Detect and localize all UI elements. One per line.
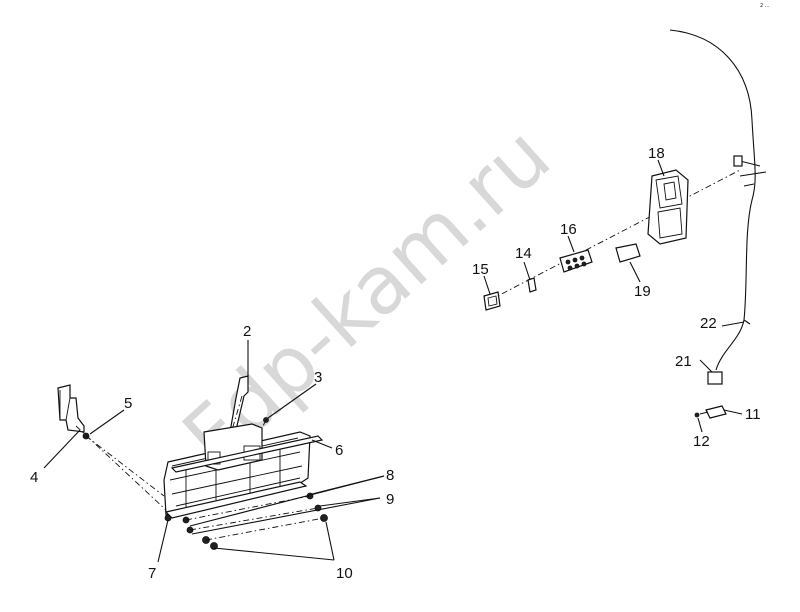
callout-10: 10 [336,565,353,582]
leader-lines [43,159,745,563]
wire-harness [669,29,767,419]
long-bar-6 [170,435,324,473]
callout-6: 6 [335,442,343,459]
callout-3: 3 [314,369,322,386]
callout-9: 9 [386,491,394,508]
callout-7: 7 [148,565,156,582]
callout-11: 11 [745,406,761,423]
corner-mark: 2 ... [760,3,770,9]
callout-8: 8 [386,467,394,484]
callout-14: 14 [515,245,532,262]
callout-15: 15 [472,261,489,278]
harness-cable [669,29,756,371]
callout-5: 5 [124,395,132,412]
nut-10b [320,514,328,522]
screw-12 [694,412,700,418]
connector-upper [733,155,743,167]
bracket-11 [705,405,727,419]
callout-19: 19 [634,283,651,300]
switch-15 [483,291,501,311]
callout-21: 21 [675,353,692,370]
callout-16: 16 [560,221,577,238]
callout-22: 22 [700,315,717,332]
callout-labels: 2 3 4 5 6 7 8 9 10 11 12 14 15 16 18 19 … [30,145,761,582]
side-bracket-4 [57,384,85,433]
callout-2: 2 [243,323,251,340]
plug-19 [615,243,641,263]
callout-4: 4 [30,469,38,486]
upper-bracket-2 [229,375,249,433]
switch-row [483,169,741,311]
callout-12: 12 [693,433,710,450]
clip-14 [527,277,537,293]
callout-18: 18 [648,145,665,162]
panel-assembly [57,375,328,550]
connector-21 [707,371,723,385]
